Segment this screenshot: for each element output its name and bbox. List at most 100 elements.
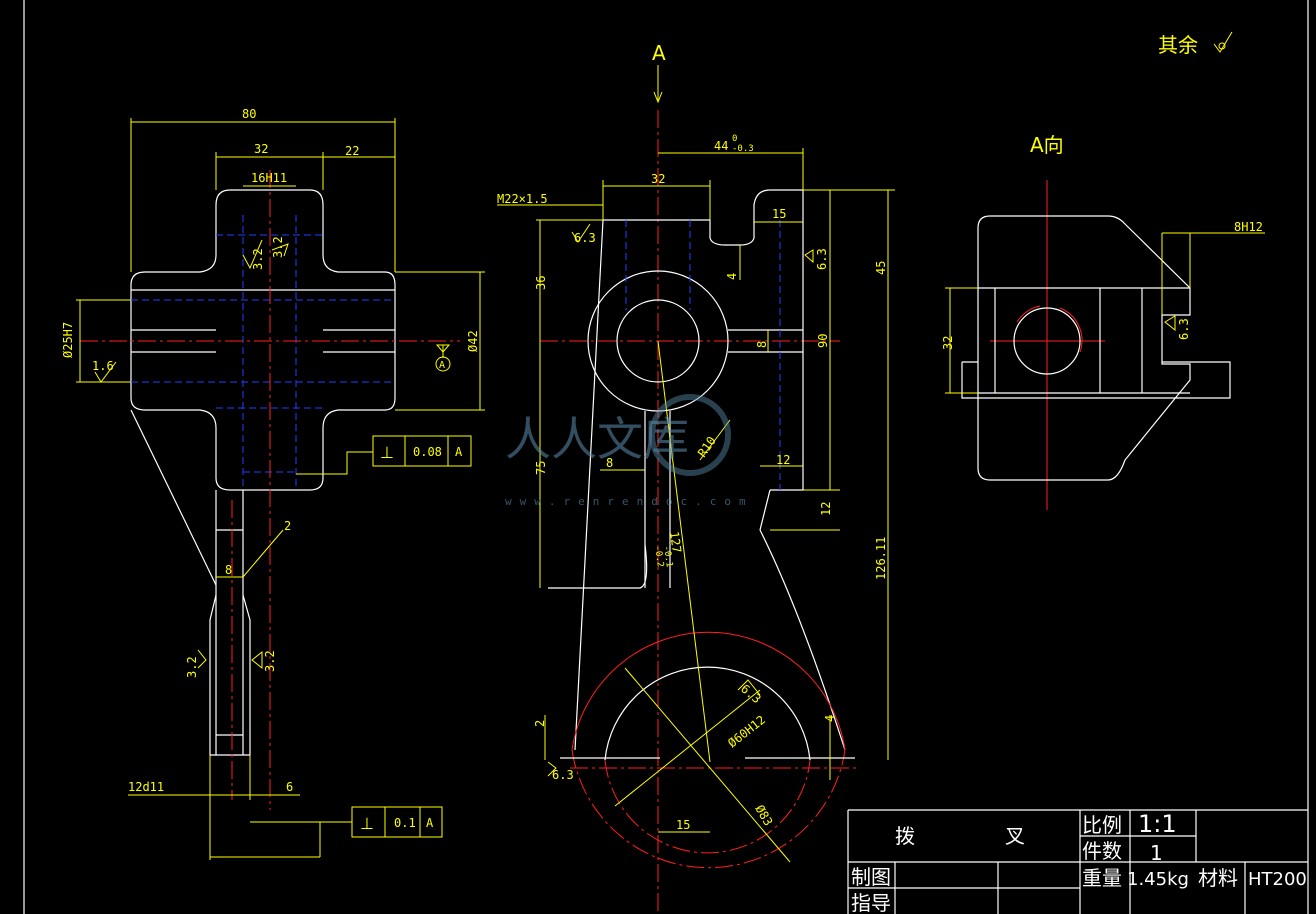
front-fork-outer-arc-lower (571, 749, 846, 869)
dim-127-line (657, 340, 711, 763)
front-right-step (759, 489, 771, 531)
dim-6: 6 (286, 780, 293, 794)
roughness-left-2: 3.2 (271, 236, 285, 258)
dim-16h11: 16H11 (251, 171, 287, 185)
roughness-front-2: 6.3 (815, 248, 829, 270)
dim-12-v: 12 (819, 502, 833, 516)
dim-25h7: Ø25H7 (61, 322, 75, 358)
front-view: A 44 0 -0.3 32 (497, 41, 895, 914)
tol-2-leader (319, 821, 352, 857)
dim-12-h: 12 (776, 453, 790, 467)
front-fork-outer-arc (571, 631, 846, 751)
dim-r10: R10 (695, 434, 719, 460)
dim-4b: 4 (823, 715, 837, 722)
dim-42: Ø42 (466, 330, 480, 352)
dim-4: 4 (725, 273, 739, 280)
roughness-front-4: 6.3 (552, 768, 574, 782)
dim-2: 2 (284, 519, 291, 533)
dim-83: Ø83 (752, 803, 775, 829)
scale-label: 比例 (1082, 813, 1122, 837)
tolerance-frame-1 (372, 435, 472, 467)
front-body-right (603, 189, 804, 491)
datum-a-circle (435, 356, 451, 372)
roughness-front-3: 6.3 (738, 682, 764, 707)
front-bore-circle (616, 299, 700, 383)
dim-2-leader (242, 529, 284, 578)
side-bore-circle (1013, 307, 1081, 375)
watermark-ring (649, 394, 731, 476)
dim-60h12: Ø60H12 (725, 713, 768, 751)
tol-2-datum: A (426, 816, 434, 830)
dim-2f: 2 (533, 720, 547, 727)
front-stem-foot (548, 544, 648, 589)
side-bore-arc2 (1059, 307, 1083, 353)
dim-80: 80 (242, 107, 256, 121)
left-view: 80 32 22 16H11 Ø25H7 Ø42 A 3.2 3.2 1.6 3… (61, 107, 485, 860)
roughness-symbol-icon (1164, 315, 1176, 332)
title-block: 拨 叉 比例 1:1 件数 1 重量 1.45kg 材料 HT200 制图 指导 (847, 809, 1308, 914)
dim-127: 127 (667, 530, 684, 553)
dim-75: 75 (534, 461, 548, 475)
tol-1-datum: A (455, 445, 463, 459)
roughness-left-4: 3.2 (185, 656, 199, 678)
material-value: HT200 (1248, 869, 1307, 890)
dim-15b: 15 (676, 818, 690, 832)
watermark: 人人文库 www.renrendoc.com (505, 394, 754, 508)
datum-a-label: A (439, 360, 445, 371)
qty-value: 1 (1150, 841, 1163, 865)
part-name-1: 拨 (895, 824, 915, 848)
dim-60-line (614, 689, 761, 807)
side-fork-shaft (961, 361, 1231, 399)
dim-32s: 32 (941, 336, 955, 350)
dim-32: 32 (254, 142, 268, 156)
dim-m22: M22×1.5 (497, 192, 548, 206)
roughness-left-3: 1.6 (92, 359, 114, 373)
tol-1-leader (296, 451, 373, 475)
drawn-label: 制图 (851, 865, 891, 889)
roughness-symbol-icon (242, 239, 263, 270)
dim-32f: 32 (651, 172, 665, 186)
front-boss-circle (587, 270, 729, 412)
dim-126: 126.11 (874, 537, 888, 580)
left-fork-outline (209, 594, 251, 756)
left-body-outline (130, 189, 396, 491)
weight-value: 1.45kg (1127, 869, 1189, 890)
side-body-outline (977, 215, 1191, 481)
dim-45: 45 (874, 261, 888, 275)
dim-8h12: 8H12 (1234, 220, 1263, 234)
roughness-symbol-icon (94, 361, 117, 383)
qty-label: 件数 (1082, 839, 1122, 863)
view-label-a: A向 (1030, 133, 1064, 157)
roughness-symbol-icon (571, 223, 591, 243)
dim-8: 8 (225, 563, 232, 577)
section-mark-a: A (652, 41, 666, 65)
dim-12d11: 12d11 (128, 780, 164, 794)
dim-44-tol-lower: -0.3 (732, 144, 754, 154)
watermark-text: 人人文库 (505, 412, 689, 466)
roughness-symbol-icon (197, 649, 207, 669)
roughness-symbol-icon (547, 761, 557, 777)
dim-15: 15 (772, 207, 786, 221)
dim-8b: 8 (606, 456, 613, 470)
perpendicularity-icon: ⊥ (360, 814, 374, 833)
general-roughness-note: 其余 (1158, 31, 1233, 57)
perpendicularity-icon: ⊥ (380, 443, 394, 462)
roughness-note-text: 其余 (1158, 33, 1198, 57)
dim-22: 22 (345, 144, 359, 158)
tol-1-value: 0.08 (413, 445, 442, 459)
roughness-symbol-icon (271, 243, 289, 257)
datum-triangle-icon (435, 344, 451, 353)
dim-90: 90 (816, 334, 830, 348)
roughness-side-1: 6.3 (1177, 318, 1191, 340)
tol-2-value: 0.1 (394, 816, 416, 830)
roughness-left-5: 3.2 (263, 650, 277, 672)
front-fork-inner-arc-lower (604, 759, 811, 854)
r10-leader (699, 419, 731, 461)
weight-label: 重量 (1082, 866, 1122, 890)
material-label: 材料 (1198, 866, 1238, 890)
dim-36: 36 (534, 276, 548, 290)
watermark-url: www.renrendoc.com (505, 495, 754, 508)
dim-44: 44 (714, 139, 728, 153)
dim-83-line (624, 667, 791, 863)
front-left-taper (574, 219, 604, 751)
